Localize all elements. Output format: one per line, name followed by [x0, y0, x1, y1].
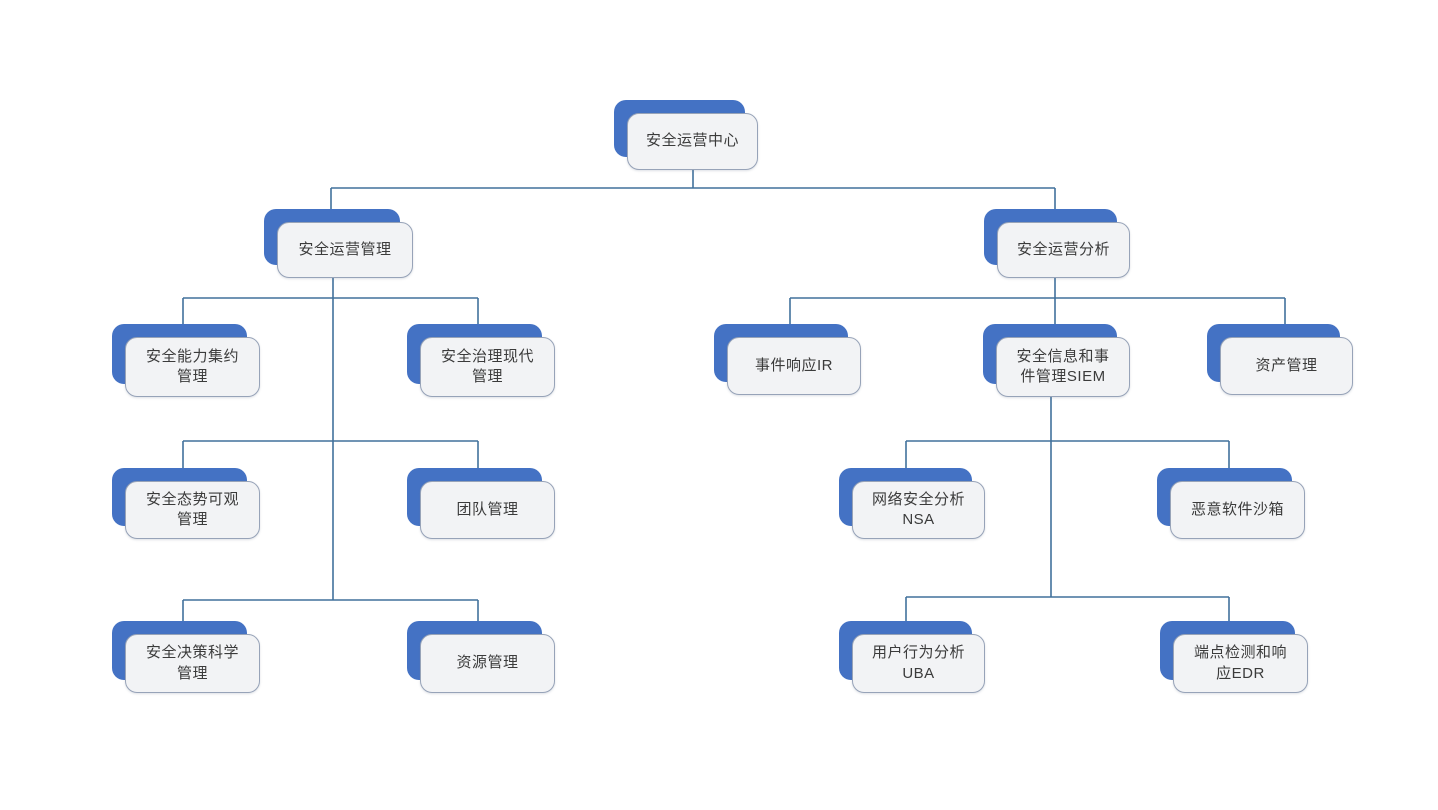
node-box: 资产管理: [1220, 337, 1353, 395]
node-box: 安全运营分析: [997, 222, 1130, 278]
node-label: 资产管理: [1255, 356, 1318, 374]
node-box: 资源管理: [420, 634, 555, 693]
node-label: 安全运营中心: [645, 132, 739, 150]
org-node-uba[interactable]: 用户行为分析 UBA: [839, 621, 985, 693]
org-node-sandbox[interactable]: 恶意软件沙箱: [1157, 468, 1305, 539]
node-label: 安全信息和事 件管理SIEM: [1016, 347, 1110, 385]
node-box: 安全运营管理: [277, 222, 413, 278]
node-box: 安全信息和事 件管理SIEM: [996, 337, 1130, 397]
org-node-siem[interactable]: 安全信息和事 件管理SIEM: [983, 324, 1130, 397]
node-label: 安全运营管理: [298, 240, 392, 258]
node-box: 用户行为分析 UBA: [852, 634, 985, 693]
node-box: 安全运营中心: [627, 113, 758, 170]
org-node-mgmt[interactable]: 安全运营管理: [264, 209, 413, 278]
org-node-resource[interactable]: 资源管理: [407, 621, 555, 693]
node-label: 网络安全分析 NSA: [871, 490, 965, 528]
node-label: 安全治理现代 管理: [440, 347, 534, 385]
org-node-governance[interactable]: 安全治理现代 管理: [407, 324, 555, 397]
node-box: 事件响应IR: [727, 337, 861, 395]
node-box: 团队管理: [420, 481, 555, 539]
org-node-asset[interactable]: 资产管理: [1207, 324, 1353, 395]
org-node-capability[interactable]: 安全能力集约 管理: [112, 324, 260, 397]
org-node-nsa[interactable]: 网络安全分析 NSA: [839, 468, 985, 539]
org-node-edr[interactable]: 端点检测和响 应EDR: [1160, 621, 1308, 693]
org-node-analysis[interactable]: 安全运营分析: [984, 209, 1130, 278]
node-label: 资源管理: [456, 654, 519, 672]
node-box: 安全决策科学 管理: [125, 634, 260, 693]
org-node-posture[interactable]: 安全态势可观 管理: [112, 468, 260, 539]
node-label: 团队管理: [456, 500, 519, 518]
node-label: 事件响应IR: [754, 356, 833, 374]
node-label: 安全运营分析: [1016, 240, 1110, 258]
node-label: 安全能力集约 管理: [145, 347, 239, 385]
node-box: 安全能力集约 管理: [125, 337, 260, 397]
node-label: 恶意软件沙箱: [1190, 500, 1284, 518]
org-node-soc[interactable]: 安全运营中心: [614, 100, 758, 170]
node-box: 恶意软件沙箱: [1170, 481, 1305, 539]
node-box: 安全态势可观 管理: [125, 481, 260, 539]
node-label: 端点检测和响 应EDR: [1193, 644, 1287, 682]
node-label: 安全决策科学 管理: [145, 644, 239, 682]
org-node-team[interactable]: 团队管理: [407, 468, 555, 539]
org-node-ir[interactable]: 事件响应IR: [714, 324, 861, 395]
node-label: 安全态势可观 管理: [145, 490, 239, 528]
node-label: 用户行为分析 UBA: [871, 644, 965, 682]
org-node-decision[interactable]: 安全决策科学 管理: [112, 621, 260, 693]
node-box: 安全治理现代 管理: [420, 337, 555, 397]
node-box: 网络安全分析 NSA: [852, 481, 985, 539]
node-box: 端点检测和响 应EDR: [1173, 634, 1308, 693]
